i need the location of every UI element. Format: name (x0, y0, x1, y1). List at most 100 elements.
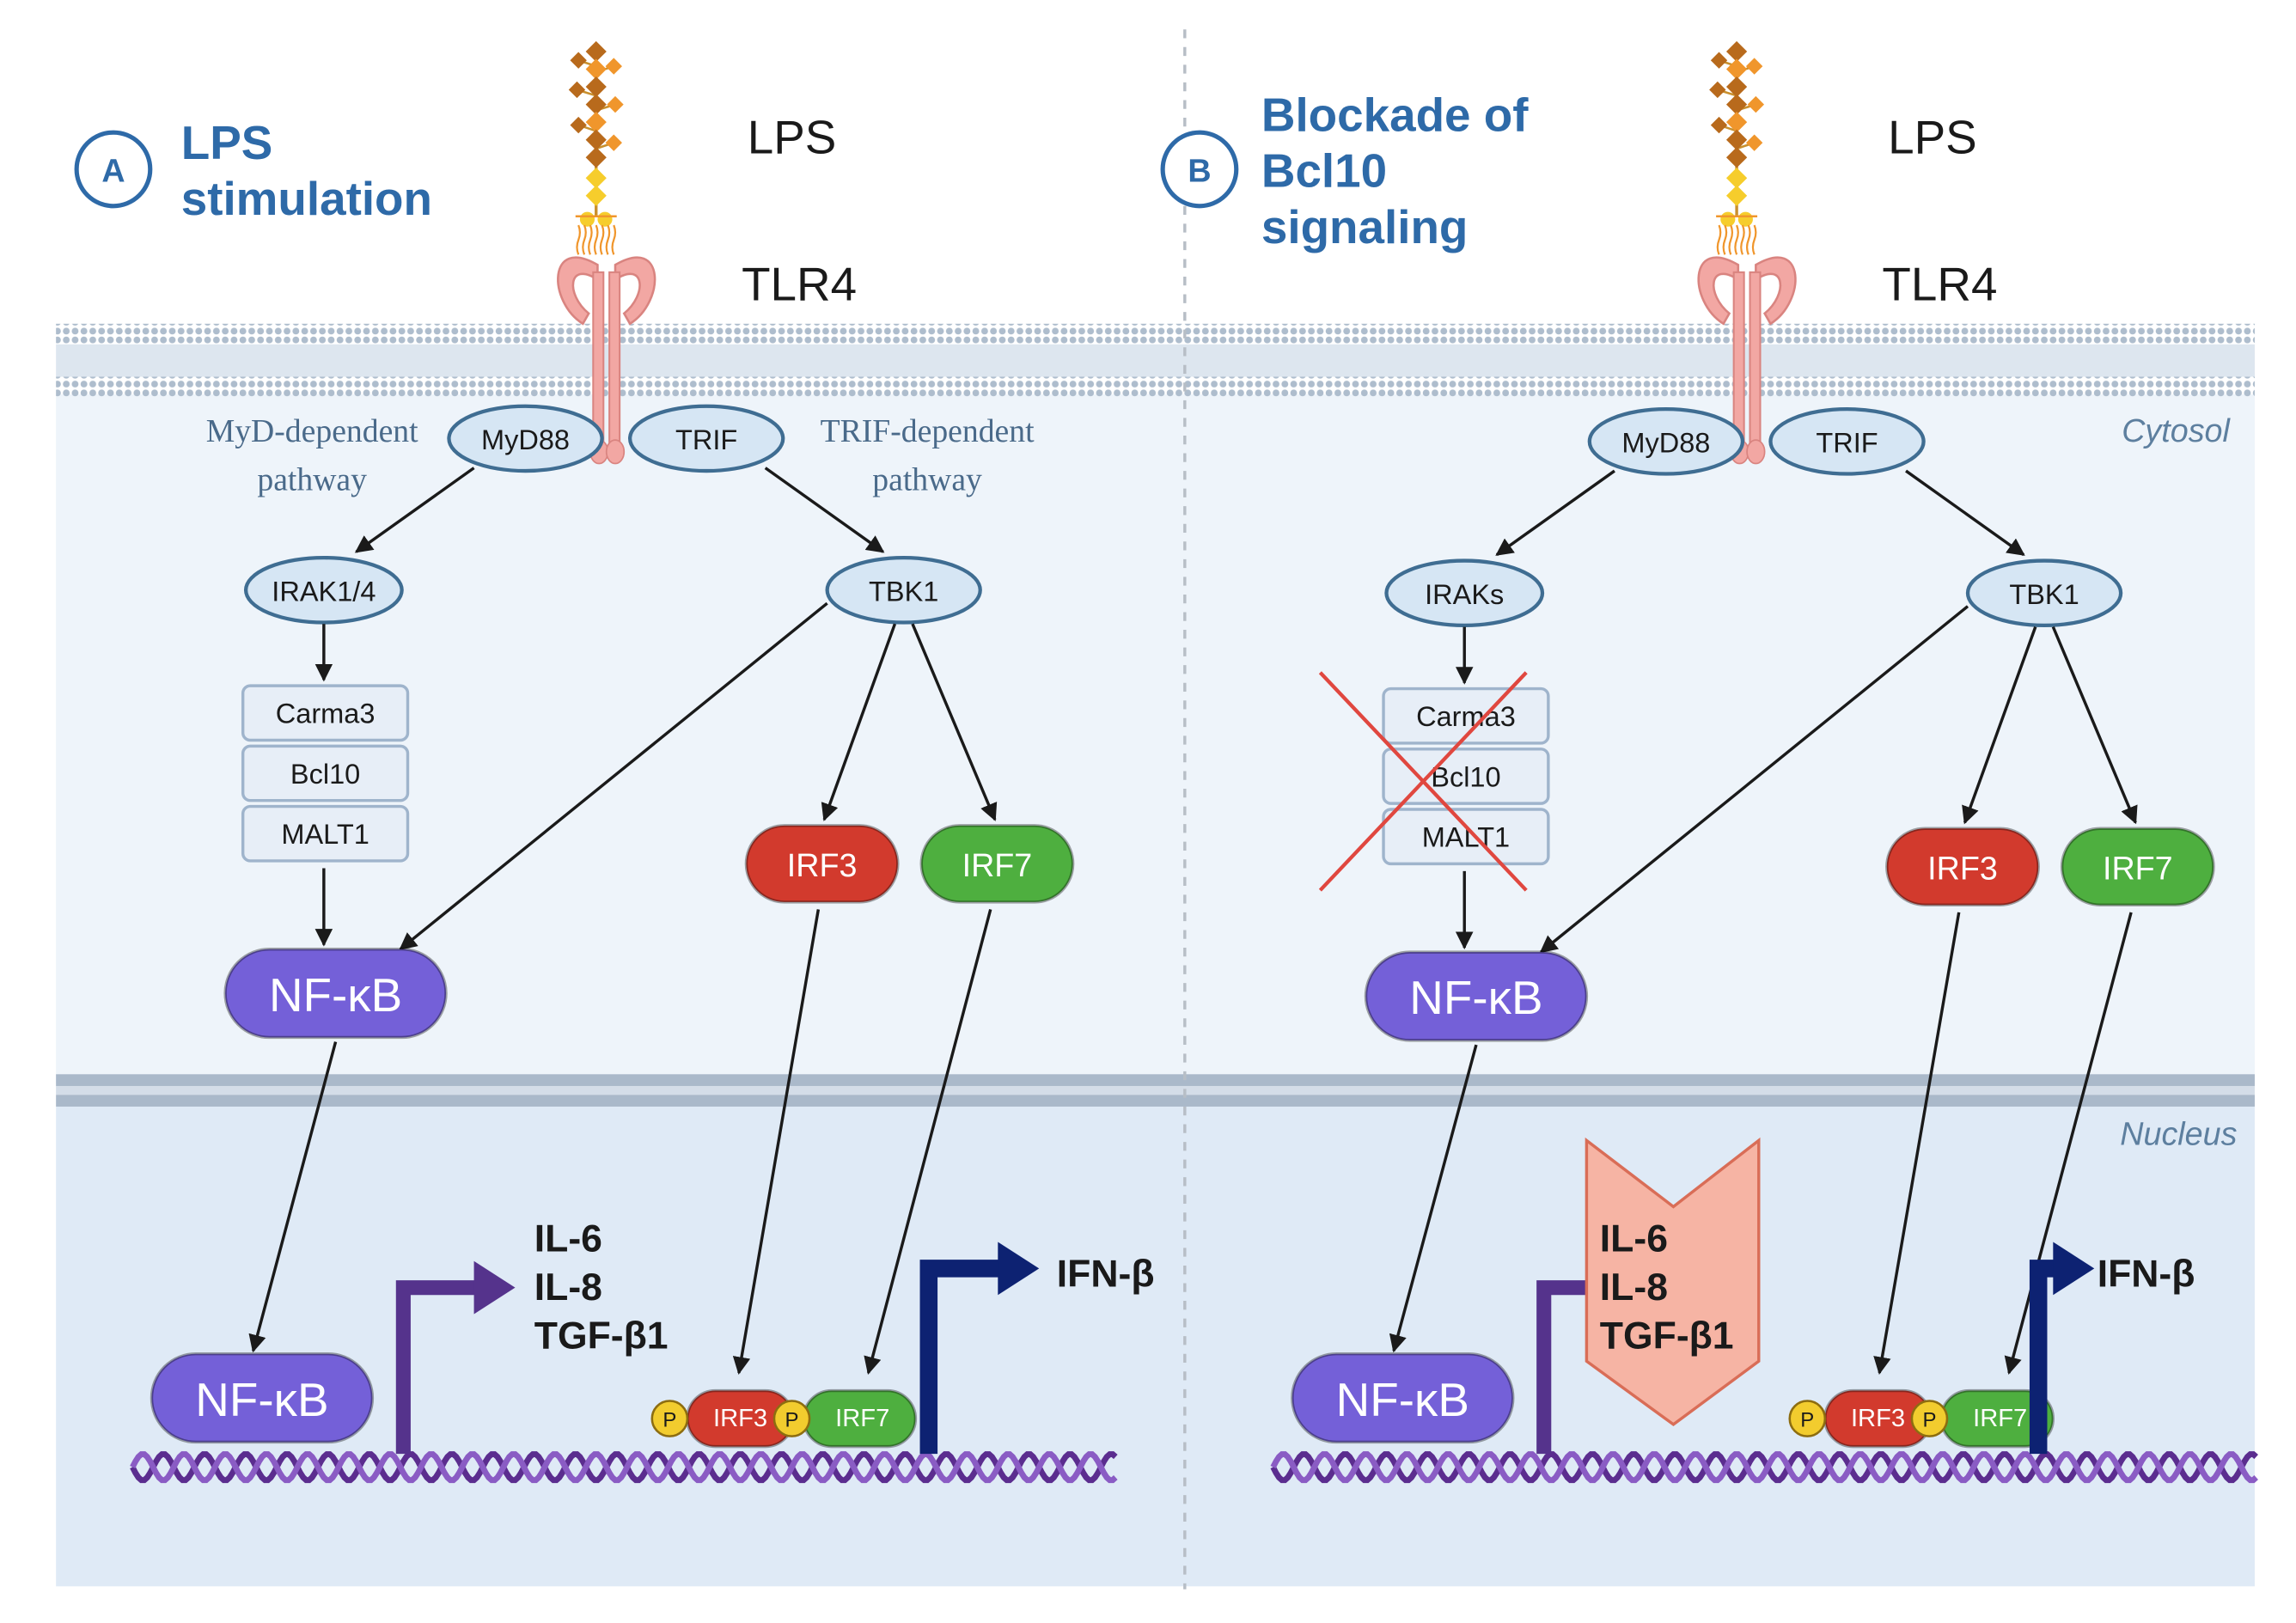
myd88-node-label: MyD88 (481, 424, 570, 455)
irf7-dimer-label: IRF7 (835, 1405, 889, 1432)
plasma-membrane (56, 323, 2255, 398)
gene-label: IL-6 (534, 1218, 602, 1260)
irf7-node: IRF7 (919, 824, 1075, 904)
tlr4-receptor-icon (557, 256, 656, 465)
arrow-nfkb-translocation (1389, 1044, 1478, 1353)
nfkb-cytosol-node: NF-κB (1364, 950, 1589, 1042)
tbk1-node: TBK1 (1965, 558, 2123, 628)
arrow-tbk1-nfkb (399, 601, 828, 951)
tbk1-node-label: TBK1 (869, 577, 938, 607)
arrow-irf3-translocation (1873, 912, 1961, 1375)
irf3-node-label: IRF3 (1927, 851, 1998, 887)
arrow-myd88-irak (1495, 469, 1615, 557)
nuclear-membrane (56, 1074, 2255, 1107)
nfkb-cytosol-node: NF-κB (223, 947, 448, 1040)
arrow-irf7-translocation (2004, 912, 2133, 1375)
nucleus-region (56, 1106, 2255, 1587)
ifn-beta-label: IFN-β (1057, 1254, 1155, 1296)
nfkb-nuclear-node: NF-κB (1291, 1351, 1515, 1444)
panel-badge (74, 130, 153, 209)
tbk1-node: TBK1 (825, 555, 982, 625)
phosphate-label: P (663, 1408, 676, 1431)
dna-helix-icon (1270, 1451, 2258, 1484)
nfkb-nuclear-node-label: NF-κB (195, 1373, 328, 1426)
cbm-box-bcl10: Bcl10 (241, 744, 410, 802)
myd-pathway-label-2: pathway (257, 461, 367, 497)
cbm-box-carma3: Carma3 (241, 684, 410, 742)
gene-label: TGF-β1 (534, 1315, 669, 1358)
arrow-tbk1-irf7 (2051, 625, 2138, 825)
panel-title-line: Bcl10 (1261, 144, 1387, 198)
tlr4-label: TLR4 (1882, 258, 1997, 311)
panel-title-line: LPS (181, 116, 273, 169)
cbm-box-bcl10: Bcl10 (1382, 747, 1550, 805)
myd-pathway-label: MyD-dependent (206, 413, 418, 449)
nfkb-nuclear-node: NF-κB (150, 1351, 375, 1444)
panel-title-line: signaling (1261, 200, 1469, 253)
cbm-label: Carma3 (1416, 701, 1516, 732)
arrow-trif-tbk1 (1905, 469, 2025, 557)
irak-node: IRAKs (1384, 558, 1545, 628)
trif-node: TRIF (627, 404, 785, 473)
panel-title-line: Blockade of (1261, 88, 1529, 142)
panel-title-line: stimulation (181, 172, 432, 225)
irak-node-label: IRAK1/4 (272, 577, 376, 607)
cbm-box-malt1: MALT1 (241, 804, 410, 863)
irak-node: IRAK1/4 (243, 555, 404, 625)
cbm-label: MALT1 (281, 819, 369, 850)
arrow-irf3-translocation (732, 909, 821, 1376)
irf7-node: IRF7 (2060, 827, 2215, 907)
gene-promoter-arrow-ifn (919, 1242, 1040, 1455)
myd88-node-label: MyD88 (1621, 428, 1710, 459)
trif-pathway-label: TRIF-dependent (821, 413, 1035, 449)
irf3-dimer-label: IRF3 (713, 1405, 767, 1432)
cbm-label: Bcl10 (290, 759, 360, 790)
irf3-node: IRF3 (744, 824, 900, 904)
cbm-box-malt1: MALT1 (1382, 808, 1550, 866)
gene-label: IL-6 (1600, 1218, 1668, 1260)
lps-label: LPS (748, 110, 837, 163)
arrow-tbk1-irf3 (1962, 626, 2037, 825)
gene-promoter-arrow-ifn (2029, 1242, 2095, 1455)
phosphate-badge: P (1788, 1400, 1827, 1437)
panel-badge-letter: A (101, 153, 125, 189)
panel-badge (1160, 130, 1239, 209)
trif-node-label: TRIF (1816, 428, 1878, 459)
cbm-box-carma3: Carma3 (1382, 686, 1550, 745)
trif-node: TRIF (1768, 406, 1926, 476)
gene-label: TGF-β1 (1600, 1315, 1734, 1358)
gene-label: IL-8 (534, 1266, 602, 1309)
tlr4-receptor-icon (1697, 256, 1797, 465)
blocked-gene-chevron (1585, 1137, 1761, 1427)
phosphate-badge: P (772, 1400, 811, 1437)
ifn-beta-label: IFN-β (2098, 1254, 2195, 1296)
phosphate-badge: P (650, 1400, 689, 1437)
tbk1-node-label: TBK1 (2009, 579, 2079, 610)
arrow-tbk1-nfkb (1539, 605, 1969, 954)
irf3-node: IRF3 (1885, 827, 2040, 907)
myd88-node: MyD88 (1587, 406, 1745, 476)
trif-pathway-label-2: pathway (872, 461, 982, 497)
cbm-label: Bcl10 (1431, 761, 1500, 792)
irf7-node-label: IRF7 (962, 847, 1033, 883)
red-x-cross-icon (1318, 671, 1528, 892)
nfkb-cytosol-node-label: NF-κB (269, 968, 402, 1022)
phosphate-label: P (1922, 1408, 1936, 1431)
arrow-nfkb-translocation (248, 1041, 338, 1353)
arrow-trif-tbk1 (764, 467, 885, 553)
lps-molecule-icon (568, 40, 624, 255)
arrow-tbk1-irf3 (821, 623, 897, 821)
trif-node-label: TRIF (675, 424, 737, 455)
irf-dimer: IRF3 IRF7 P P (650, 1388, 918, 1449)
arrow-irf7-translocation (864, 909, 992, 1375)
